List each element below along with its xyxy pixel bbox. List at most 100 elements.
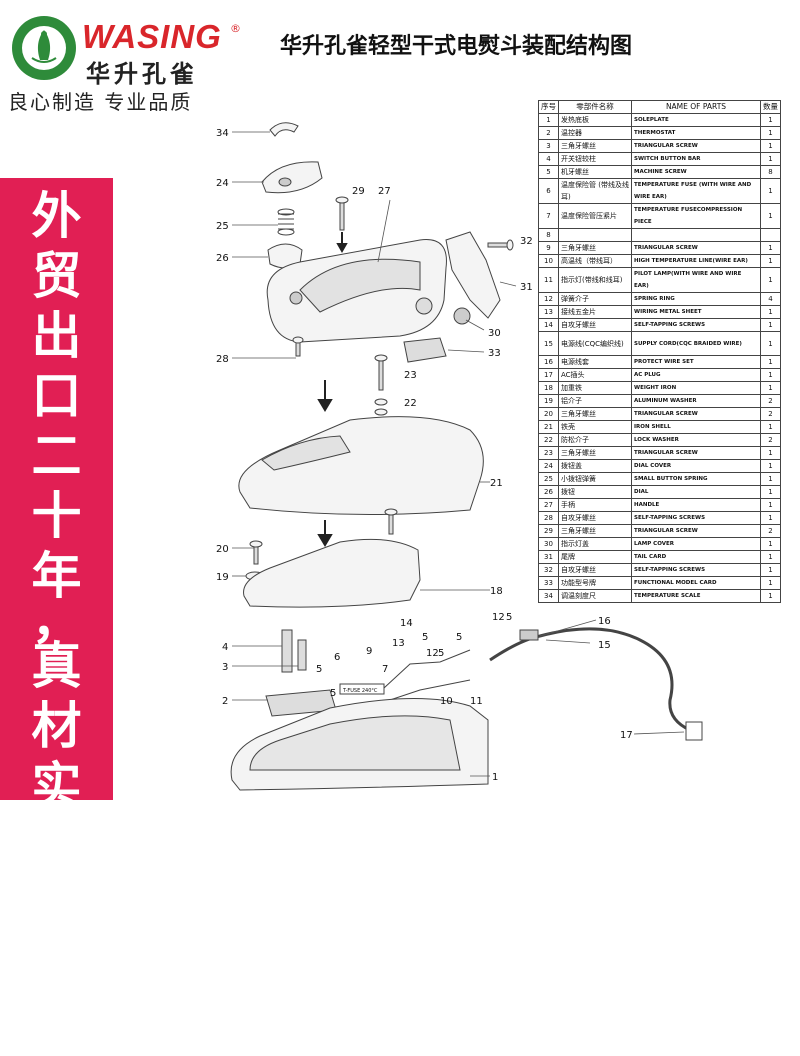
cell-cn: 电源线套	[558, 355, 632, 369]
cell-cn: 弹簧介子	[558, 292, 632, 306]
callout-23: 23	[404, 370, 417, 381]
cell-qty: 1	[760, 420, 781, 434]
header-cn: 零部件名称	[558, 100, 632, 114]
callout-5b: 5	[506, 612, 512, 623]
cell-cn: 温控器	[558, 126, 632, 140]
callout-33: 33	[488, 348, 501, 359]
table-header-row: 序号 零部件名称 NAME OF PARTS 数量	[538, 100, 781, 114]
callout-31: 31	[520, 282, 533, 293]
cell-no: 9	[538, 241, 559, 255]
cell-qty: 1	[760, 550, 781, 564]
cell-cn: 自攻牙螺丝	[558, 563, 632, 577]
cell-cn: 自攻牙螺丝	[558, 511, 632, 525]
brand-name: WASING	[82, 18, 222, 55]
callout-4: 4	[222, 642, 228, 653]
cell-no: 4	[538, 152, 559, 166]
cell-no: 14	[538, 318, 559, 332]
cell-no: 30	[538, 537, 559, 551]
part-supply-cord	[489, 627, 691, 732]
cell-qty: 1	[760, 241, 781, 255]
cell-no: 18	[538, 381, 559, 395]
cell-no: 15	[538, 331, 559, 356]
cell-cn: 拨钮	[558, 485, 632, 499]
cell-cn: 自攻牙螺丝	[558, 318, 632, 332]
cell-en: SELF-TAPPING SCREWS	[631, 563, 761, 577]
cell-qty: 1	[760, 368, 781, 382]
cell-en: SUPPLY CORD(CQC BRAIDED WIRE)	[631, 331, 761, 356]
callout-26: 26	[216, 253, 229, 264]
part-screw-right-20	[384, 508, 398, 535]
cell-cn: 加重铁	[558, 381, 632, 395]
callout-5f: 5	[330, 688, 336, 699]
cell-qty: 1	[760, 485, 781, 499]
cell-no: 34	[538, 589, 559, 603]
cell-qty: 1	[760, 576, 781, 590]
cell-qty: 4	[760, 292, 781, 306]
callout-14: 14	[400, 618, 413, 629]
cell-qty: 1	[760, 446, 781, 460]
cell-qty: 2	[760, 524, 781, 538]
part-ac-plug	[685, 721, 703, 741]
cell-qty: 1	[760, 537, 781, 551]
cell-no: 2	[538, 126, 559, 140]
cell-qty: 1	[760, 305, 781, 319]
cell-cn: 铁壳	[558, 420, 632, 434]
cell-cn: 三角牙螺丝	[558, 446, 632, 460]
part-weight-iron	[243, 538, 421, 608]
cell-en: TRIANGULAR SCREW	[631, 139, 761, 153]
cell-qty	[760, 228, 781, 242]
callout-6: 6	[334, 652, 340, 663]
part-iron-shell	[238, 416, 484, 516]
cell-no: 29	[538, 524, 559, 538]
cell-en: TEMPERATURE FUSECOMPRESSION PIECE	[631, 203, 761, 229]
cell-no: 27	[538, 498, 559, 512]
cell-qty: 1	[760, 152, 781, 166]
callout-21: 21	[490, 478, 503, 489]
cell-en: LAMP COVER	[631, 537, 761, 551]
cell-cn: 电源线(CQC编织线)	[558, 331, 632, 356]
cell-qty: 1	[760, 498, 781, 512]
cell-qty: 8	[760, 165, 781, 179]
cell-en: HANDLE	[631, 498, 761, 512]
callout-25: 25	[216, 221, 229, 232]
cell-en: SELF-TAPPING SCREWS	[631, 318, 761, 332]
banner-char: 出	[31, 307, 82, 365]
part-screw-20	[249, 540, 263, 565]
cell-qty: 1	[760, 318, 781, 332]
cell-en: DIAL	[631, 485, 761, 499]
banner-char: 十	[31, 487, 82, 545]
cell-no: 11	[538, 267, 559, 293]
cell-no: 7	[538, 203, 559, 229]
cell-en: LOCK WASHER	[631, 433, 761, 447]
part-tail-card	[445, 231, 501, 319]
leader-lines	[232, 131, 685, 777]
cell-en	[631, 228, 761, 242]
cell-cn: 三角牙螺丝	[558, 139, 632, 153]
cell-en: TRIANGULAR SCREW	[631, 241, 761, 255]
cell-no: 21	[538, 420, 559, 434]
callout-2: 2	[222, 696, 228, 707]
callout-30: 30	[488, 328, 501, 339]
callout-32: 32	[520, 236, 533, 247]
cell-en: SOLEPLATE	[631, 113, 761, 127]
callout-12b: 12	[492, 612, 505, 623]
part-protect-wire-set	[519, 629, 539, 641]
banner-char: 口	[31, 367, 82, 425]
cell-no: 3	[538, 139, 559, 153]
header-no: 序号	[538, 100, 559, 114]
cell-qty: 1	[760, 267, 781, 293]
cell-cn: 三角牙螺丝	[558, 407, 632, 421]
